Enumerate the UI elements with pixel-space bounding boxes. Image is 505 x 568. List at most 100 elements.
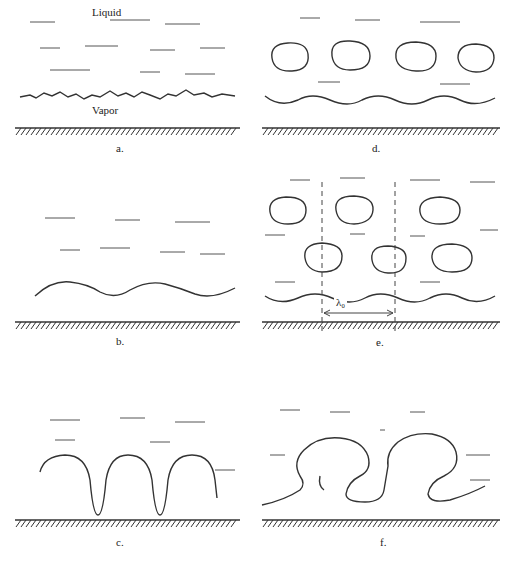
wall-hatch [383,322,388,329]
wall-hatch [333,128,338,135]
wall-hatch [328,322,333,329]
wall-hatch [433,322,438,329]
liquid-dash [280,410,300,411]
wall-hatch [308,128,313,135]
liquid-dash [340,178,365,179]
panel-letter: f. [380,536,386,548]
wall-hatch [388,128,393,135]
wall-hatch [263,520,268,527]
wall-hatch [91,322,96,329]
liquid-dash [290,180,310,181]
wall-hatch [201,520,206,527]
vapor-bubble [305,243,342,272]
wall-hatch [478,520,483,527]
liquid-dash [275,282,295,283]
wall-hatch [126,128,131,135]
wall-hatch [86,322,91,329]
wall-hatch [343,128,348,135]
wall-hatch [181,128,186,135]
wall-hatch [121,322,126,329]
liquid-dash [160,252,185,253]
wall-hatch [81,128,86,135]
wall-hatch [161,322,166,329]
dimension-arrows [324,310,393,316]
wall-hatch [146,128,151,135]
wall-hatch [443,128,448,135]
wall-hatch [61,128,66,135]
wall-hatch [136,520,141,527]
wall-hatch [443,322,448,329]
wall-hatch [283,128,288,135]
liquid-dash [466,455,490,456]
wall-hatch [106,322,111,329]
wall-hatch [61,322,66,329]
liquid-dash [318,82,340,83]
wall-hatch [403,322,408,329]
wall-hatch [201,322,206,329]
vapor-fingers [40,455,217,515]
wall-hatch [136,322,141,329]
liquid-dash [140,72,160,73]
wall-hatch [303,322,308,329]
wall-hatch [176,520,181,527]
wall-hatch [131,322,136,329]
wall-hatch [398,520,403,527]
wall-hatch [283,520,288,527]
wall-hatch [438,128,443,135]
wall-hatch [191,128,196,135]
wall-hatch [438,520,443,527]
wall-hatch [278,520,283,527]
wall-hatch [488,322,493,329]
wall-hatch [156,322,161,329]
wall-hatch [293,322,298,329]
wall-hatch [181,322,186,329]
liquid-dash [50,420,80,421]
wall-hatch [368,128,373,135]
wall-hatch [141,520,146,527]
wall-hatch [428,520,433,527]
vapor-columns [262,434,485,505]
wall-hatch [308,520,313,527]
wall-hatch [196,322,201,329]
wall-hatch [21,128,26,135]
wall-hatch [323,128,328,135]
wall-hatch [91,520,96,527]
wall-hatch [428,128,433,135]
wall-hatch [263,128,268,135]
wall-hatch [358,322,363,329]
wall-hatch [66,128,71,135]
interfaces [20,41,495,515]
wall-hatch [126,520,131,527]
wall-hatch [151,520,156,527]
wall-hatch [156,520,161,527]
wall-hatch [46,520,51,527]
liquid-dash [480,230,498,231]
wall-hatch [428,322,433,329]
panel-letter: c. [116,536,124,548]
wall-hatch [31,520,36,527]
wall-hatch [338,520,343,527]
wall-hatch [328,520,333,527]
wall-hatch [293,128,298,135]
wall-hatch [478,128,483,135]
vapor-bubble [332,41,370,70]
liquid-dash [380,430,385,431]
wall-hatch [166,128,171,135]
vapor-bubble [272,43,308,71]
wall-hatch [96,322,101,329]
wall-hatch [41,322,46,329]
wall-hatch [373,322,378,329]
wall-hatch [51,520,56,527]
wall-hatch [458,520,463,527]
wall-hatch [176,128,181,135]
wall-hatch [76,128,81,135]
wall-hatch [268,128,273,135]
wall-hatch [358,520,363,527]
wall-hatch [463,128,468,135]
wall-hatch [131,520,136,527]
wall-hatch [273,520,278,527]
wall-hatch [141,128,146,135]
wall-hatch [151,128,156,135]
liquid-dash [330,412,350,413]
wall-hatch [383,520,388,527]
